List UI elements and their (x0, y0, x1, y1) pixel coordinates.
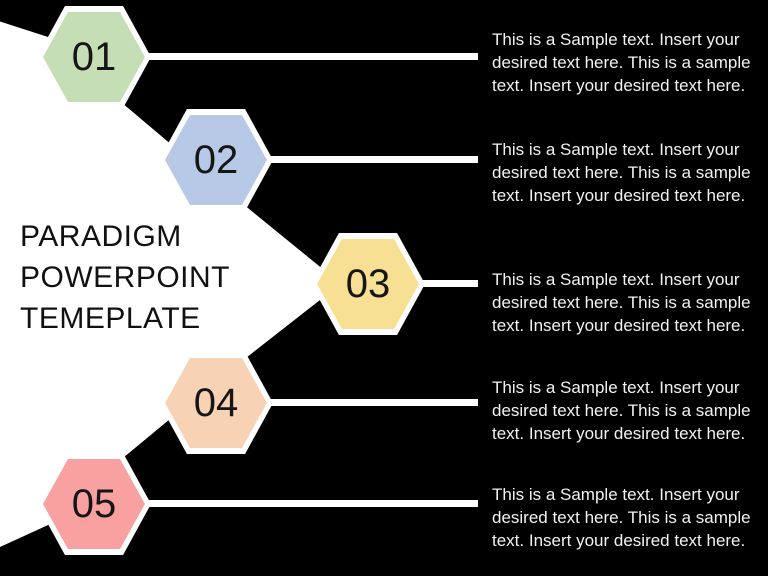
step-hexagon-5: 05 (37, 453, 151, 555)
step-text-1: This is a Sample text. Insert your desir… (492, 30, 751, 95)
step-text-4: This is a Sample text. Insert your desir… (492, 378, 751, 443)
white-wedge-shape (0, 16, 368, 547)
step-text-5: This is a Sample text. Insert your desir… (492, 485, 751, 550)
chain-band-bottom-corner (0, 529, 77, 576)
step-number-4: 04 (193, 381, 239, 425)
step-number-2: 02 (193, 138, 239, 182)
step-hexagon-4-fill: 04 (165, 358, 267, 448)
connector-line-2 (216, 156, 478, 163)
step-text-2: This is a Sample text. Insert your desir… (492, 140, 751, 205)
step-hexagon-1-fill: 01 (43, 12, 145, 102)
step-number-3: 03 (345, 262, 391, 306)
step-hexagon-5-fill: 05 (43, 459, 145, 549)
step-number-1: 01 (71, 35, 117, 79)
slide-title: PARADIGM POWERPOINT TEMEPLATE (20, 216, 230, 339)
title-line-1: PARADIGM (20, 220, 182, 253)
connector-line-4 (216, 399, 478, 406)
step-number-5: 05 (71, 482, 117, 526)
step-hexagon-1: 01 (37, 6, 151, 108)
step-hexagon-3: 03 (311, 233, 425, 335)
title-line-2: POWERPOINT (20, 261, 231, 294)
step-hexagon-2-fill: 02 (165, 115, 267, 205)
step-hexagon-2: 02 (159, 109, 273, 211)
step-hexagon-3-fill: 03 (317, 239, 419, 329)
connector-line-1 (94, 53, 478, 60)
title-line-3: TEMEPLATE (20, 302, 201, 335)
step-hexagon-4: 04 (159, 352, 273, 454)
step-text-3: This is a Sample text. Insert your desir… (492, 270, 751, 335)
connector-line-5 (94, 500, 478, 507)
